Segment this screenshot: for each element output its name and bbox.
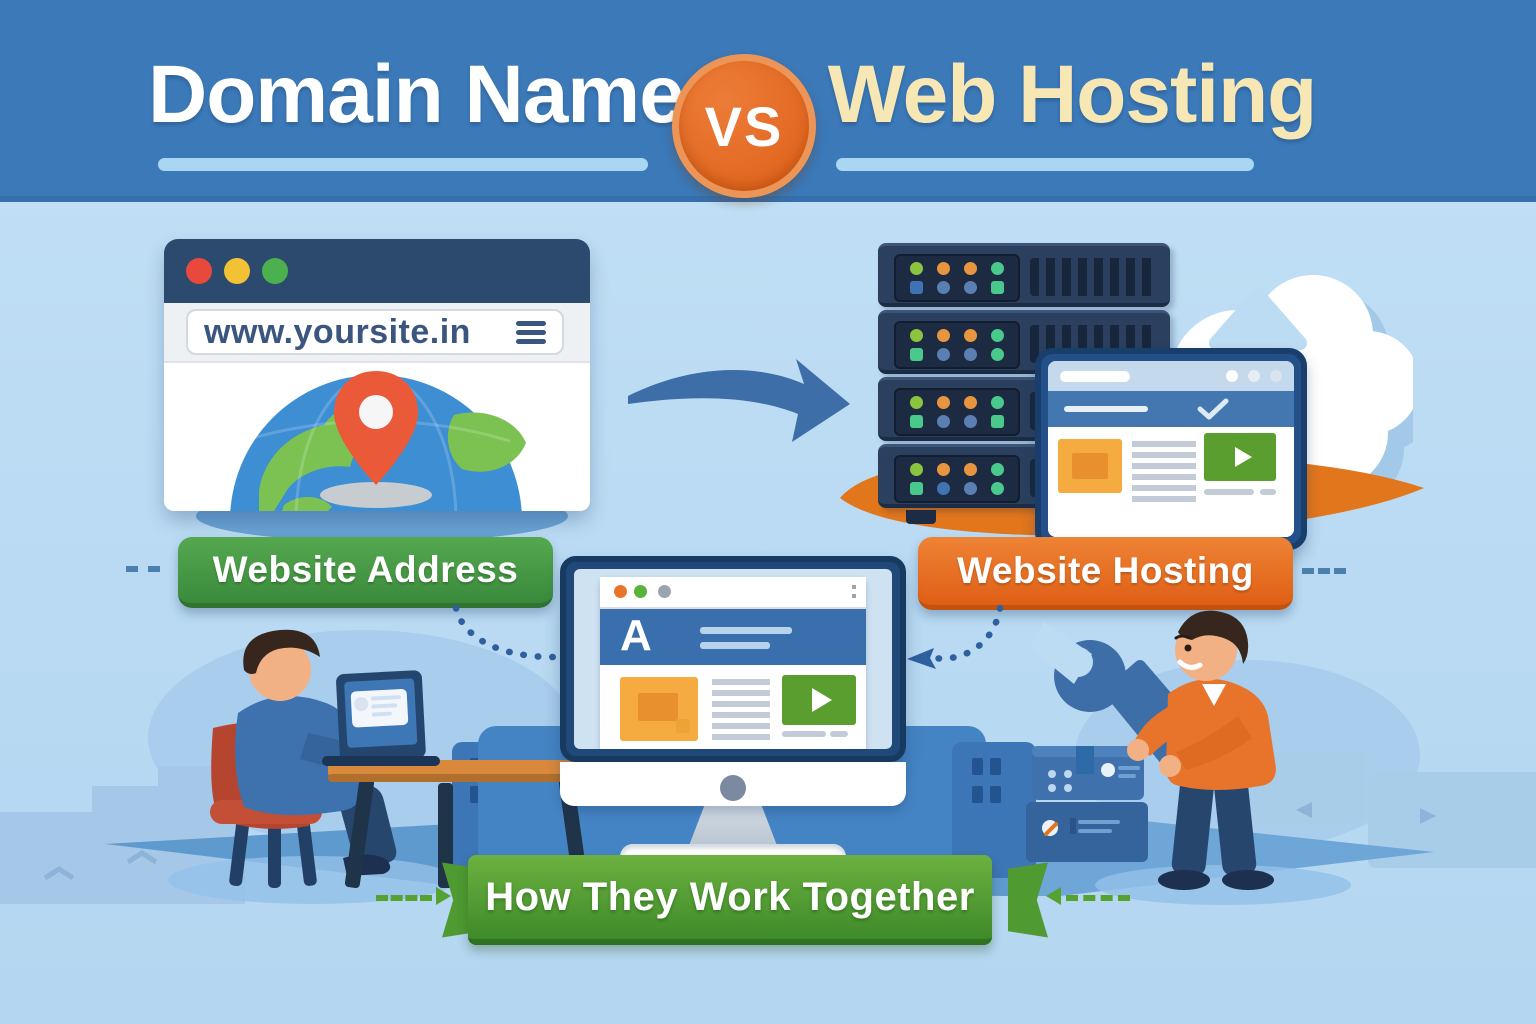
banner-ribbon: How They Work Together	[468, 855, 992, 945]
site-content	[600, 665, 866, 749]
person-at-desk-illustration	[168, 629, 620, 904]
window-dot-icon	[1270, 370, 1282, 382]
check-icon	[1197, 398, 1229, 420]
image-placeholder	[620, 677, 698, 741]
browser-chrome	[1048, 361, 1294, 391]
window-dot-icon	[1248, 370, 1260, 382]
hosting-title-underline	[836, 158, 1254, 171]
monitor-screen	[1048, 361, 1294, 537]
window-dot-icon	[634, 585, 647, 598]
website-hosting-label: Website Hosting	[918, 537, 1293, 610]
window-dot-icon	[614, 585, 627, 598]
site-nav-band	[1048, 391, 1294, 427]
caption-line	[1204, 489, 1254, 495]
domain-name-title: Domain Name	[148, 49, 685, 140]
window-dot-icon	[1226, 370, 1238, 382]
kebab-menu-icon	[852, 585, 856, 599]
minimize-dot-icon	[224, 258, 250, 284]
server-vents	[1030, 258, 1154, 296]
pointer-icon	[907, 648, 936, 669]
address-bar-strip: www.yoursite.in	[164, 303, 590, 363]
web-hosting-title: Web Hosting	[827, 49, 1318, 140]
maximize-dot-icon	[262, 258, 288, 284]
monitor-chin	[560, 762, 906, 806]
server-unit	[878, 243, 1170, 307]
url-text: www.yoursite.in	[204, 312, 471, 351]
menu-icon	[516, 317, 546, 348]
server-foot	[906, 510, 936, 524]
caption-line	[830, 731, 848, 737]
website-address-text: Website Address	[212, 549, 519, 590]
image-inner-small	[676, 719, 690, 733]
header-line	[700, 627, 792, 634]
dotted-connector-right	[907, 604, 1004, 669]
url-input: www.yoursite.in	[186, 309, 564, 355]
browser-titlebar	[164, 239, 590, 303]
technician-illustration	[1026, 610, 1351, 905]
address-pill	[1060, 371, 1130, 382]
server-led-panel	[894, 388, 1020, 436]
video-placeholder	[782, 675, 856, 725]
play-icon	[812, 688, 832, 712]
banner-text: How They Work Together	[485, 874, 975, 919]
site-content	[1048, 427, 1294, 537]
caption-line	[1260, 489, 1276, 495]
site-header-band: A	[600, 609, 866, 665]
image-placeholder	[1058, 439, 1122, 493]
header-line	[700, 642, 770, 649]
banner-chevron-right	[1046, 887, 1061, 905]
caption-line	[782, 731, 826, 737]
image-inner	[638, 693, 678, 721]
connector-dash-left	[126, 566, 160, 572]
domain-title-underline	[158, 158, 648, 171]
website-hosting-text: Website Hosting	[957, 550, 1254, 591]
text-lines	[1132, 441, 1196, 503]
website-address-label: Website Address	[178, 537, 553, 608]
browser-window: www.yoursite.in	[164, 239, 590, 511]
flow-arrow-icon	[628, 359, 850, 442]
server-led-panel	[894, 321, 1020, 369]
nav-text-line	[1064, 406, 1148, 412]
banner-dash-right	[1066, 895, 1130, 901]
browser-chrome	[600, 577, 866, 609]
video-placeholder	[1204, 433, 1276, 481]
server-led-panel	[894, 254, 1020, 302]
browser-body	[164, 363, 590, 511]
server-boxes	[1026, 746, 1148, 862]
close-dot-icon	[186, 258, 212, 284]
vs-badge-text: VS	[704, 94, 784, 158]
banner-chevron-left	[436, 887, 451, 905]
banner-dash-left	[376, 895, 432, 901]
silhouette-arrows	[1296, 802, 1436, 824]
window-dot-icon	[658, 585, 671, 598]
globe-icon	[230, 371, 526, 511]
monitor-screen: A	[574, 569, 892, 749]
connector-dash-right	[1302, 568, 1346, 574]
image-inner	[1072, 453, 1108, 479]
text-lines	[712, 679, 770, 741]
browser-card: A	[600, 577, 866, 749]
play-icon	[1234, 447, 1252, 467]
server-led-panel	[894, 455, 1020, 503]
monitor-button	[720, 775, 746, 801]
vs-badge: VS	[672, 54, 816, 198]
site-logo-letter: A	[620, 611, 652, 660]
pin-shadow	[320, 482, 432, 508]
central-monitor: A	[560, 556, 906, 876]
